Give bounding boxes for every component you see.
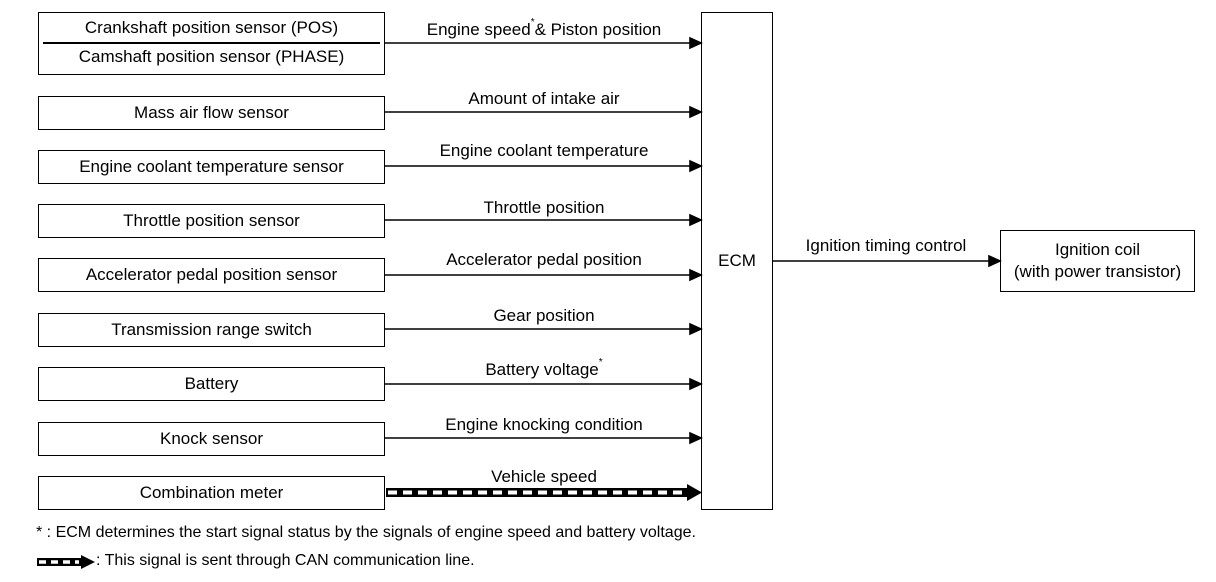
power-transistor-label: (with power transistor): [1013, 262, 1182, 281]
trs-switch-box: Transmission range switch: [38, 313, 385, 347]
footnote-start-signal: * : ECM determines the start signal stat…: [36, 524, 696, 541]
footnote-can-line: : This signal is sent through CAN commun…: [96, 552, 475, 569]
ecm-box: ECM: [701, 12, 773, 510]
signal-throttle: Throttle position: [483, 198, 605, 217]
ect-sensor-box: Engine coolant temperature sensor: [38, 150, 385, 184]
battery-label: Battery: [184, 374, 239, 393]
maf-sensor-box: Mass air flow sensor: [38, 96, 385, 130]
can-line-legend-icon: [37, 555, 95, 569]
tps-sensor-box: Throttle position sensor: [38, 204, 385, 238]
signal-engine-speed: Engine speed*& Piston position: [426, 17, 662, 39]
signal-accelerator: Accelerator pedal position: [446, 250, 642, 269]
knock-sensor-box: Knock sensor: [38, 422, 385, 456]
combination-meter-box: Combination meter: [38, 476, 385, 510]
crankshaft-sensor-label: Crankshaft position sensor (POS): [84, 18, 339, 37]
battery-box: Battery: [38, 367, 385, 401]
apps-sensor-label: Accelerator pedal position sensor: [85, 265, 338, 284]
signal-intake-air: Amount of intake air: [468, 89, 620, 108]
maf-sensor-label: Mass air flow sensor: [134, 103, 289, 122]
crank-cam-sensor-box: Crankshaft position sensor (POS) Camshaf…: [38, 12, 385, 75]
sensor-divider: [43, 42, 380, 44]
signal-gear: Gear position: [493, 306, 595, 325]
ignition-coil-label: Ignition coil: [1054, 240, 1141, 259]
trs-switch-label: Transmission range switch: [111, 320, 312, 339]
ecm-label: ECM: [718, 251, 756, 270]
camshaft-sensor-label: Camshaft position sensor (PHASE): [78, 47, 345, 66]
combination-meter-label: Combination meter: [139, 483, 284, 502]
arrow-vehicle-speed-can: [386, 484, 702, 501]
signal-coolant-temp: Engine coolant temperature: [439, 141, 649, 160]
signal-battery: Battery voltage*: [485, 357, 603, 379]
signal-ignition-timing: Ignition timing control: [805, 236, 967, 255]
ignition-coil-box: Ignition coil (with power transistor): [1000, 230, 1195, 292]
ect-sensor-label: Engine coolant temperature sensor: [79, 157, 344, 176]
apps-sensor-box: Accelerator pedal position sensor: [38, 258, 385, 292]
signal-knock: Engine knocking condition: [445, 415, 643, 434]
knock-sensor-label: Knock sensor: [160, 429, 263, 448]
tps-sensor-label: Throttle position sensor: [123, 211, 300, 230]
signal-vehicle-speed: Vehicle speed: [491, 467, 597, 486]
